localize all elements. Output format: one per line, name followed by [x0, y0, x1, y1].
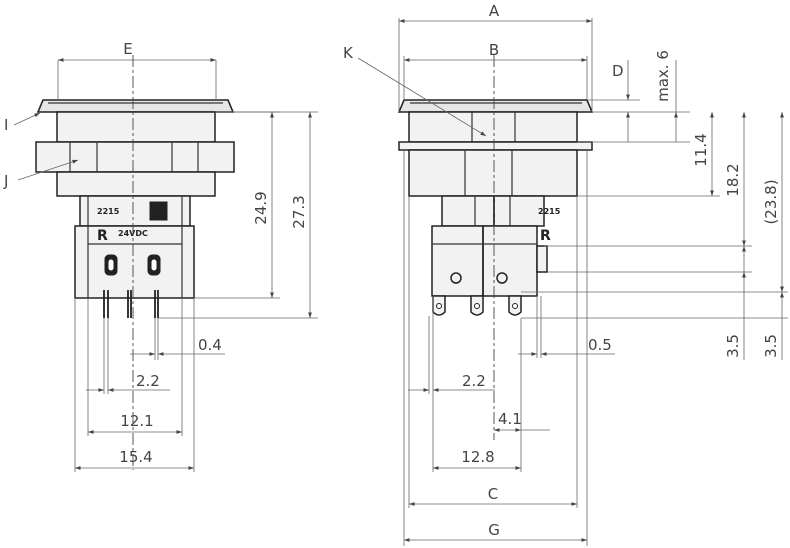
label-I: I: [4, 116, 8, 134]
dim-D-label: D: [612, 62, 624, 80]
front-label-square: [149, 201, 168, 221]
dim-27-3: 27.3: [290, 195, 308, 228]
dim-3-5-a: 3.5: [724, 334, 742, 358]
dim-23-8: (23.8): [762, 179, 780, 224]
dim-11-4: 11.4: [692, 133, 710, 166]
dim-2-2-side: 2.2: [462, 372, 486, 390]
dim-4-1: 4.1: [498, 410, 522, 428]
front-nut: [35, 141, 235, 173]
dim-2-2-front: 2.2: [136, 372, 160, 390]
dim-C-label: C: [488, 485, 498, 503]
side-rear-connector: [536, 245, 548, 273]
side-neck: [441, 195, 545, 227]
dim-G-label: G: [488, 521, 500, 539]
side-cap: [397, 99, 594, 113]
dim-max6: max. 6: [654, 50, 672, 102]
side-rivet-left: [450, 272, 462, 284]
dim-12-1: 12.1: [120, 412, 153, 430]
side-rivet-right: [496, 272, 508, 284]
dim-0-5: 0.5: [588, 336, 612, 354]
dim-15-4: 15.4: [119, 448, 152, 466]
dim-12-8: 12.8: [461, 448, 494, 466]
front-cap: [36, 99, 235, 113]
front-upper-body: [56, 111, 216, 143]
side-switch-block: [431, 225, 538, 297]
dim-B-label: B: [489, 41, 499, 59]
side-rohs-mark: R: [540, 228, 551, 244]
front-lower-body: [56, 171, 216, 197]
front-view: 2215 R 24VDC E I J: [3, 40, 318, 472]
dim-24-9: 24.9: [252, 191, 270, 224]
side-nut: [398, 141, 593, 151]
side-code-text: 2215: [538, 207, 561, 216]
dim-3-5-b: 3.5: [762, 334, 780, 358]
side-upper-body: [408, 111, 578, 143]
front-code-text: 2215: [97, 207, 120, 216]
side-view: 2215 R K A B: [343, 2, 788, 546]
front-rohs-mark: R: [97, 228, 108, 244]
dim-0-4: 0.4: [198, 336, 222, 354]
front-neck: [79, 195, 191, 227]
front-switch-block: [74, 225, 195, 299]
dim-18-2: 18.2: [724, 163, 742, 196]
label-K: K: [343, 44, 354, 62]
side-lower-body: [408, 149, 578, 197]
dim-A-label: A: [489, 2, 500, 20]
dim-E-label: E: [123, 40, 132, 58]
label-J: J: [3, 172, 8, 190]
